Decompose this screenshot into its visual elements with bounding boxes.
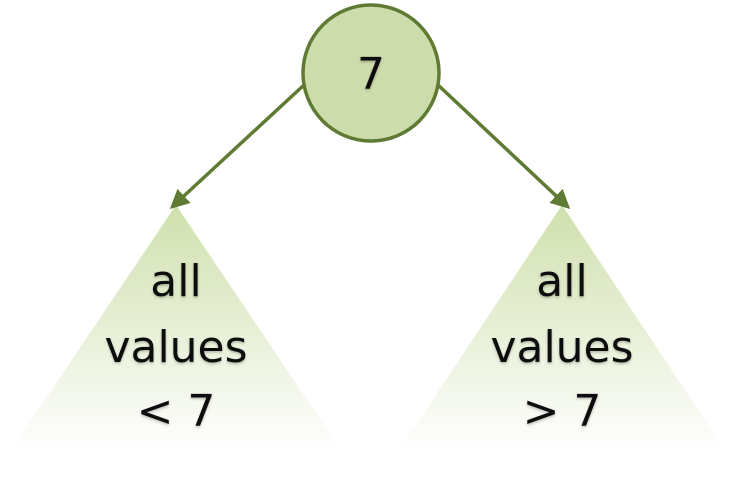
- left-subtree-triangle: [10, 205, 342, 452]
- left-subtree-label-line3: < 7: [137, 386, 216, 437]
- right-subtree-triangle: [398, 205, 726, 452]
- left-edge-arrow: [169, 83, 306, 209]
- left-subtree-label-line1: all: [150, 256, 201, 307]
- right-edge-arrow: [436, 83, 571, 209]
- root-node-label: 7: [357, 49, 385, 100]
- left-subtree-label-line2: values: [104, 322, 247, 373]
- right-subtree-label-line3: > 7: [523, 386, 602, 437]
- right-subtree-label-line2: values: [490, 322, 633, 373]
- right-subtree-label-line1: all: [536, 256, 587, 307]
- root-node: [301, 3, 441, 143]
